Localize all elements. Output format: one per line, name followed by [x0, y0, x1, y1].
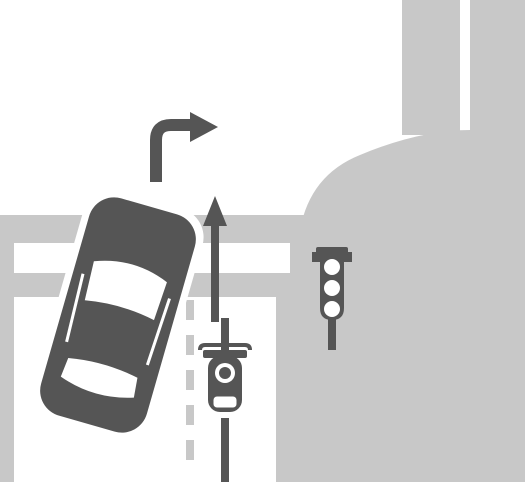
traffic-scene: [0, 0, 525, 482]
scene-illustration: [0, 0, 525, 482]
